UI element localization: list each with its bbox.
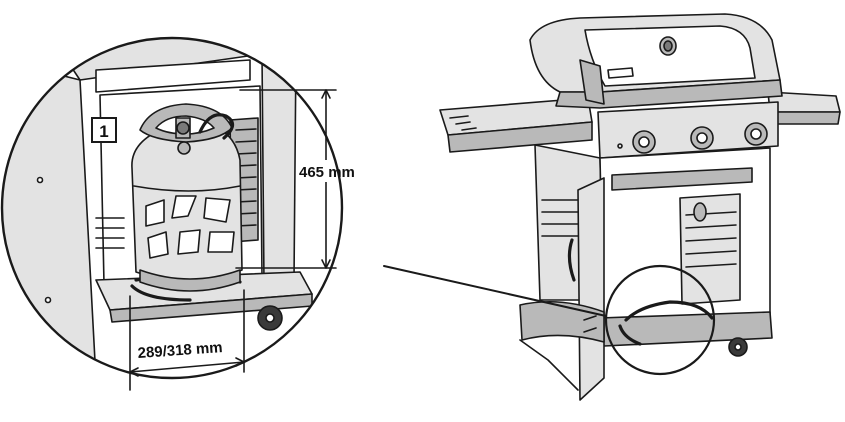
step-number-text: 1 <box>99 122 108 141</box>
zoom-detail-view: 1 465 mm 289/318 mm <box>0 36 368 391</box>
gas-cylinder <box>130 103 243 302</box>
cabinet-door <box>519 177 605 401</box>
grill-illustration <box>439 13 841 401</box>
width-dimension-label: 289/318 mm <box>137 339 223 362</box>
grill-lid <box>529 13 783 109</box>
height-dimension-label: 465 mm <box>299 164 355 181</box>
left-side-shelf <box>439 97 593 153</box>
leader-line <box>383 265 607 317</box>
height-dimension <box>235 89 368 269</box>
step-number-badge: 1 <box>91 117 117 143</box>
tank-ring-small <box>618 300 714 346</box>
detail-circle <box>604 264 716 376</box>
control-panel <box>597 101 779 159</box>
